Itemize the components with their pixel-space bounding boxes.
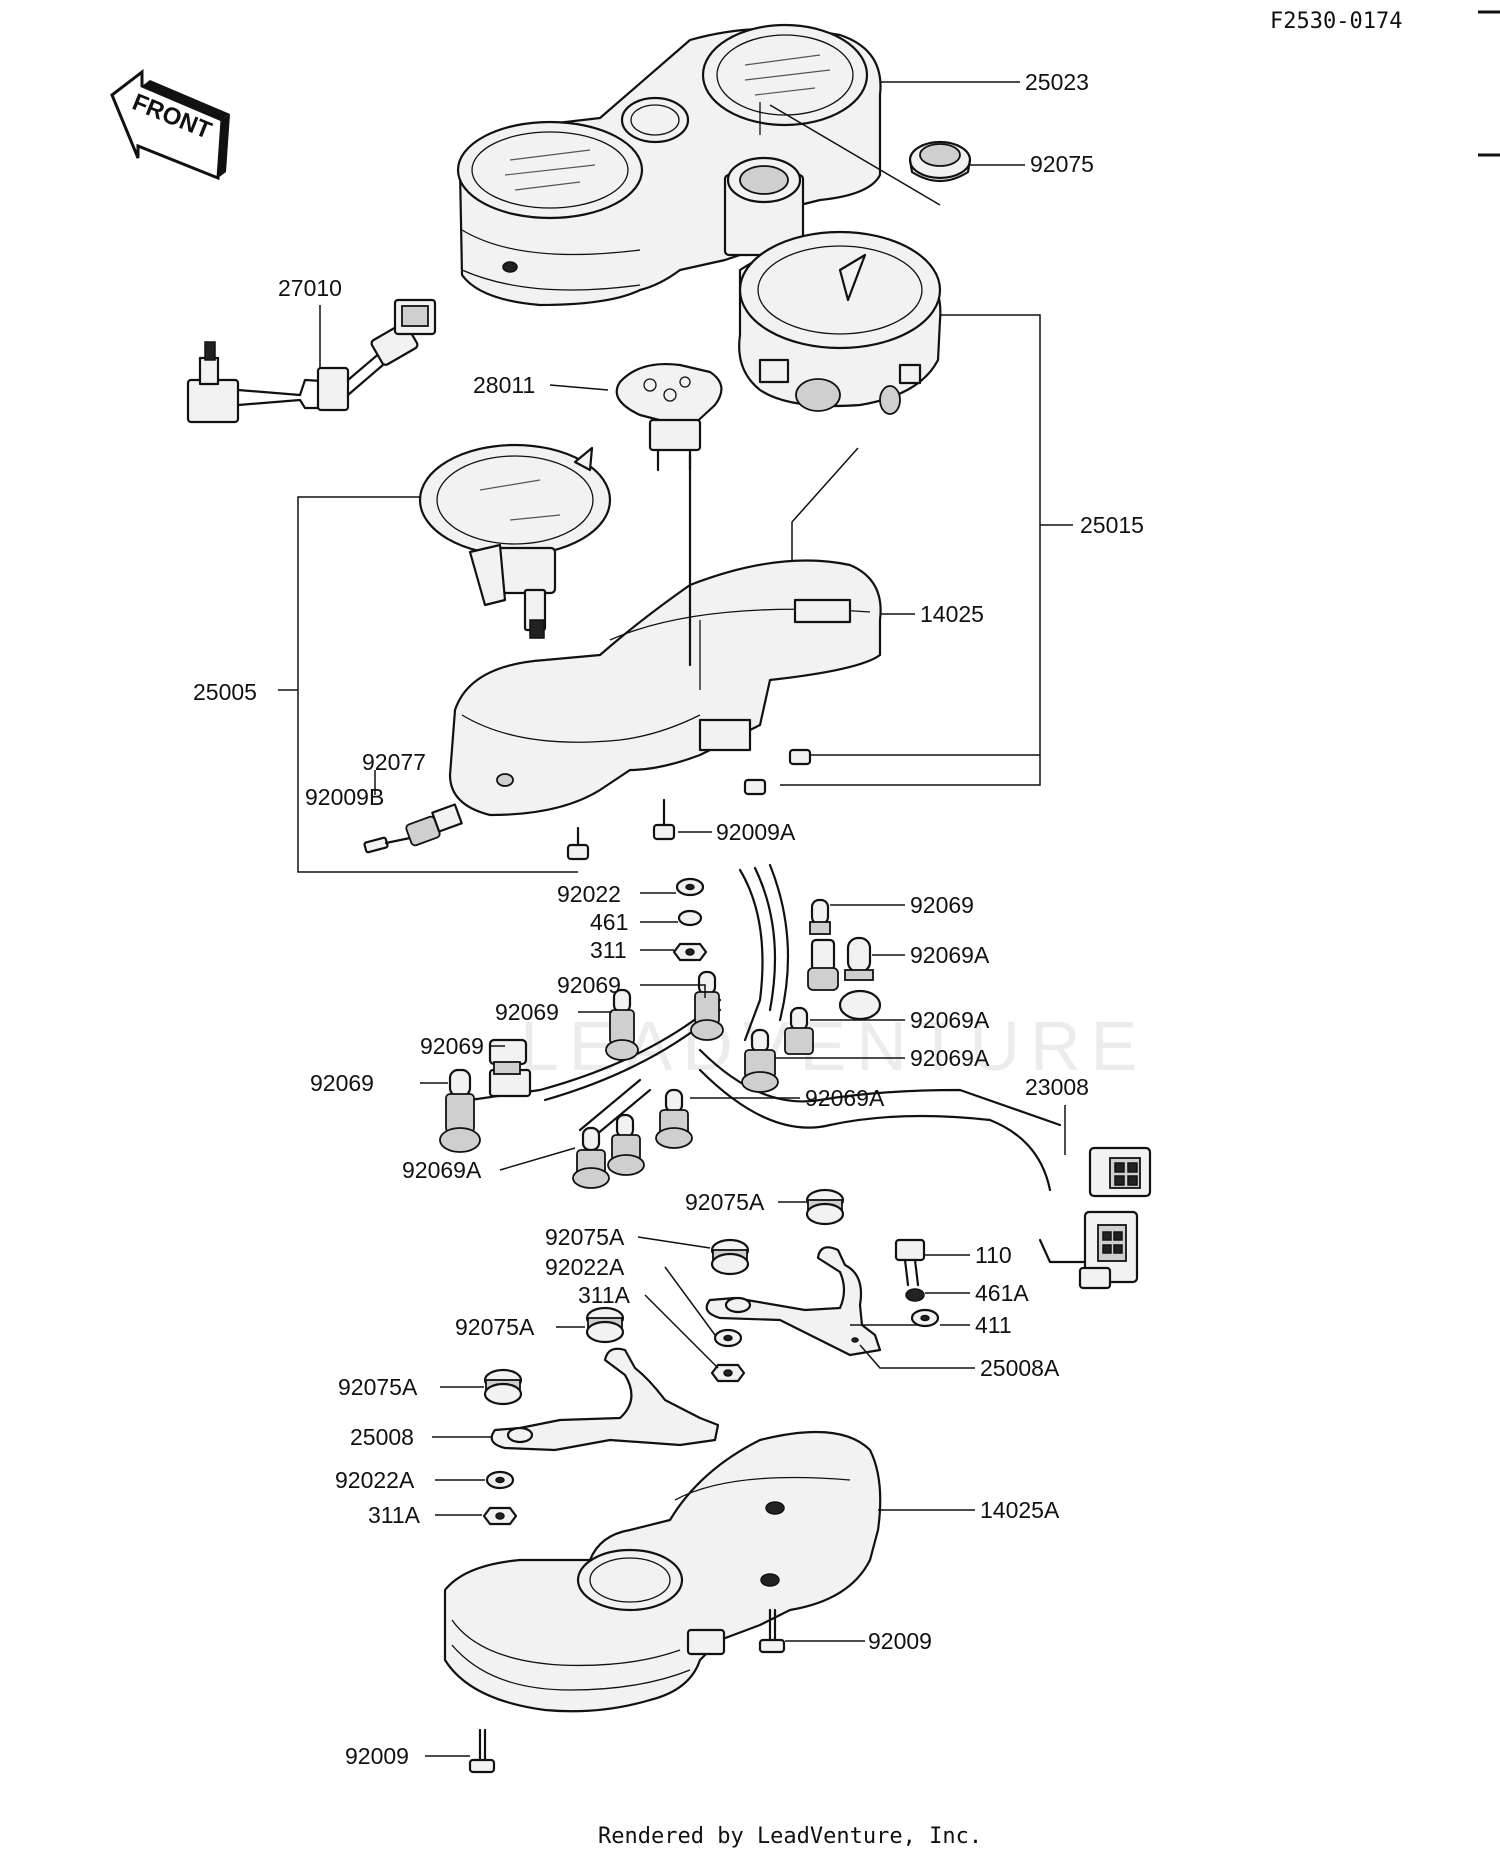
label-25008: 25008	[350, 1424, 414, 1450]
bracket-25008	[490, 1347, 720, 1452]
nut-311A-1	[710, 1363, 746, 1383]
screw-92009A	[652, 798, 676, 841]
label-92075: 92075	[1030, 151, 1094, 177]
bulb-92069A-r2	[784, 1006, 814, 1055]
washer-92022A-2	[485, 1470, 515, 1490]
label-27010: 27010	[278, 275, 342, 301]
label-14025: 14025	[920, 601, 984, 627]
label-25008A: 25008A	[980, 1355, 1060, 1381]
nut-311	[672, 942, 708, 962]
label-110: 110	[975, 1242, 1012, 1268]
bolt-110	[894, 1238, 926, 1287]
label-23008: 23008	[1025, 1074, 1089, 1100]
label-92069-l3: 92069	[420, 1033, 484, 1059]
label-92069A-r2: 92069A	[910, 1007, 990, 1033]
label-92069-l2: 92069	[495, 999, 559, 1025]
label-92069A-r1: 92069A	[910, 942, 990, 968]
bulb-92069-r1	[809, 898, 831, 935]
label-311: 311	[590, 937, 627, 963]
bulb-92069-l1	[690, 970, 724, 1041]
label-92069-r1: 92069	[910, 892, 974, 918]
label-14025A: 14025A	[980, 1497, 1060, 1523]
indicator-board-28011	[615, 363, 723, 472]
lockwasher-461	[677, 909, 703, 927]
meter-cover-25023	[456, 23, 882, 307]
label-92069A-r3: 92069A	[910, 1045, 990, 1071]
screw-case-right-1	[788, 748, 812, 766]
washer-411	[910, 1308, 940, 1328]
label-92022A-1: 92022A	[545, 1254, 625, 1280]
label-92022A-2: 92022A	[335, 1467, 415, 1493]
speedometer-25005	[418, 443, 612, 639]
bulb-socket-center	[807, 938, 882, 1021]
label-311A-1: 311A	[578, 1282, 631, 1308]
bottom-cover-14025A	[443, 1430, 882, 1713]
label-25015: 25015	[1080, 512, 1144, 538]
bulb-92069A-r3	[741, 1028, 779, 1093]
label-92009-1: 92009	[868, 1628, 932, 1654]
connector-23008-a	[1088, 1146, 1152, 1198]
bulb-92069A-r4	[655, 1088, 693, 1149]
label-92009B: 92009B	[305, 784, 384, 810]
screw-case-right-2	[743, 778, 767, 796]
nut-311A-2	[482, 1506, 518, 1526]
bulb-92069-l3	[488, 1038, 528, 1075]
washer-92022	[675, 877, 705, 897]
label-92009-2: 92009	[345, 1743, 409, 1769]
label-92069-l4: 92069	[310, 1070, 374, 1096]
label-92009A: 92009A	[716, 819, 796, 845]
bulb-socket-lower	[607, 1113, 645, 1176]
screw-case-bottom	[566, 826, 590, 861]
grommet-92075A-2	[710, 1238, 750, 1276]
footer-credit: Rendered by LeadVenture, Inc.	[598, 1824, 982, 1849]
grommet-92075	[908, 140, 972, 183]
knob-92077	[405, 803, 463, 847]
switch-27010	[186, 298, 437, 424]
label-92077: 92077	[362, 749, 426, 775]
label-92075A-4: 92075A	[338, 1374, 418, 1400]
label-92075A-2: 92075A	[545, 1224, 625, 1250]
connector-23008-b	[1038, 1210, 1139, 1290]
label-411: 411	[975, 1312, 1012, 1338]
screw-92009-1	[758, 1608, 786, 1654]
screw-92009-2	[468, 1728, 496, 1774]
meter-case-14025	[448, 453, 882, 817]
label-461: 461	[590, 909, 628, 935]
bulb-92069A-r1	[844, 936, 874, 981]
diagram-id: F2530-0174	[1270, 9, 1402, 34]
label-25005: 25005	[193, 679, 257, 705]
lockwasher-461A	[905, 1288, 925, 1302]
washer-92022A-1	[713, 1328, 743, 1348]
label-92069-l1: 92069	[557, 972, 621, 998]
label-92069A-r4: 92069A	[805, 1085, 885, 1111]
bulb-92069A-l5	[572, 1126, 610, 1189]
tachometer-25015	[738, 230, 942, 415]
front-arrow-icon: FRONT	[110, 68, 230, 181]
bulb-92069-l4	[439, 1068, 481, 1153]
screw-92009B	[363, 836, 412, 854]
grommet-92075A-3	[585, 1306, 625, 1344]
grommet-92075A-1	[805, 1188, 845, 1226]
label-92069A-l5: 92069A	[402, 1157, 482, 1183]
label-311A-2: 311A	[368, 1502, 421, 1528]
label-92022: 92022	[557, 881, 621, 907]
label-28011: 28011	[473, 372, 535, 398]
label-92075A-3: 92075A	[455, 1314, 535, 1340]
grommet-92075A-4	[483, 1368, 523, 1406]
bulb-92069-l2	[605, 988, 639, 1061]
label-25023: 25023	[1025, 69, 1089, 95]
bracket-25008A	[705, 1246, 882, 1357]
label-461A: 461A	[975, 1280, 1029, 1306]
label-92075A-1: 92075A	[685, 1189, 765, 1215]
